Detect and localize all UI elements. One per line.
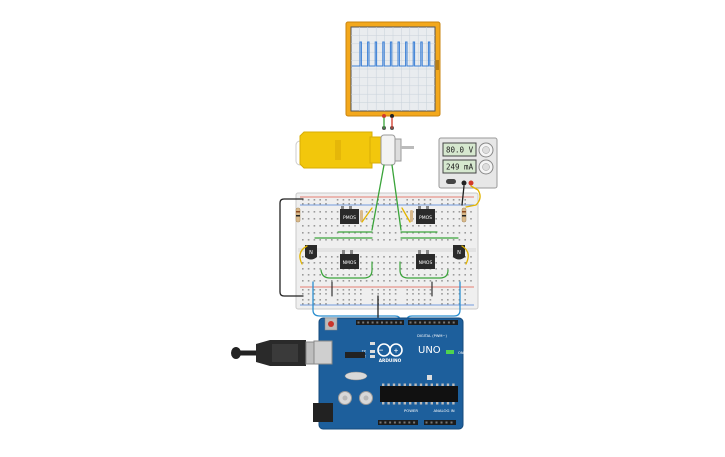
svg-text:+: + <box>393 348 398 355</box>
tx-label: TX <box>361 350 367 354</box>
on-led-icon <box>446 350 454 354</box>
wire-motor-left[interactable] <box>371 164 385 231</box>
breadboard[interactable] <box>295 192 479 310</box>
arduino-brand: ARDUINO <box>379 358 402 364</box>
wire-green-loop-right[interactable] <box>399 261 449 279</box>
nmos-right-label: NMOS <box>419 260 433 266</box>
usb-port[interactable] <box>313 340 333 365</box>
power-supply[interactable]: 80.0 V 249 mA <box>438 137 498 189</box>
arduino-uno[interactable]: DIGITAL (PWM~) − + ARDUINO UNO TX RX ON … <box>313 317 464 430</box>
motor-shaft <box>400 146 414 149</box>
digital-header[interactable] <box>356 320 458 325</box>
voltage-readout: 80.0 V <box>446 146 474 155</box>
npn-right-label: N <box>457 250 461 256</box>
arduino-model: UNO <box>418 345 441 356</box>
resistor-left-inner[interactable] <box>360 210 363 222</box>
current-display <box>442 159 477 174</box>
microcontroller-chip <box>380 386 458 402</box>
wire-yellow-left[interactable] <box>361 207 373 223</box>
power-switch[interactable] <box>446 179 456 184</box>
oscilloscope-pulse-wave <box>352 41 434 67</box>
pmos-right[interactable]: PMOS <box>416 206 435 224</box>
resistor-right-inner[interactable] <box>410 210 413 222</box>
oscilloscope-trace <box>352 41 434 67</box>
npn-right[interactable]: N <box>453 245 465 260</box>
pmos-left-label: PMOS <box>343 215 356 221</box>
motor-gearbox-ridge <box>335 140 341 160</box>
scope-probe-negative[interactable] <box>390 114 394 118</box>
npn-left[interactable]: N <box>305 245 317 260</box>
pmos-left[interactable]: PMOS <box>340 206 359 224</box>
voltage-display <box>442 142 477 157</box>
power-label: POWER <box>404 408 418 413</box>
current-readout: 249 mA <box>446 163 474 172</box>
resistor-right[interactable] <box>461 207 467 223</box>
usb-cable-end <box>231 347 241 359</box>
power-analog-header[interactable] <box>378 420 456 425</box>
pmos-right-label: PMOS <box>419 215 432 221</box>
scope-probe-positive[interactable] <box>382 114 386 118</box>
wire-supply-negative[interactable] <box>461 185 465 206</box>
resistor-left[interactable] <box>295 207 301 223</box>
svg-text:−: − <box>378 347 383 354</box>
wire-yellow-npn-right[interactable] <box>461 245 469 265</box>
power-jack[interactable] <box>313 403 333 422</box>
wire-green-loop-left[interactable] <box>320 261 373 279</box>
usb-cable[interactable] <box>231 340 331 366</box>
dc-motor[interactable] <box>295 126 414 169</box>
on-label: ON <box>458 351 464 355</box>
supply-positive-terminal[interactable] <box>468 180 474 186</box>
nmos-right[interactable]: NMOS <box>416 250 435 269</box>
crystal-oscillator <box>344 371 368 381</box>
wire-motor-right[interactable] <box>391 164 402 231</box>
wire-ground-loop[interactable] <box>279 198 304 297</box>
wire-supply-positive[interactable] <box>465 185 481 208</box>
oscilloscope[interactable] <box>345 21 441 118</box>
led-l-icon <box>370 342 375 345</box>
wire-yellow-right[interactable] <box>401 207 411 223</box>
nmos-left[interactable]: NMOS <box>340 250 359 269</box>
analog-in-label: ANALOG IN <box>433 408 454 413</box>
motor-body <box>380 134 396 166</box>
nmos-left-label: NMOS <box>343 260 357 266</box>
wires[interactable] <box>279 117 481 321</box>
wire-yellow-npn-left[interactable] <box>299 245 308 265</box>
npn-left-label: N <box>309 250 313 256</box>
digital-pwm-label: DIGITAL (PWM~) <box>417 334 447 338</box>
supply-negative-terminal[interactable] <box>461 180 467 186</box>
